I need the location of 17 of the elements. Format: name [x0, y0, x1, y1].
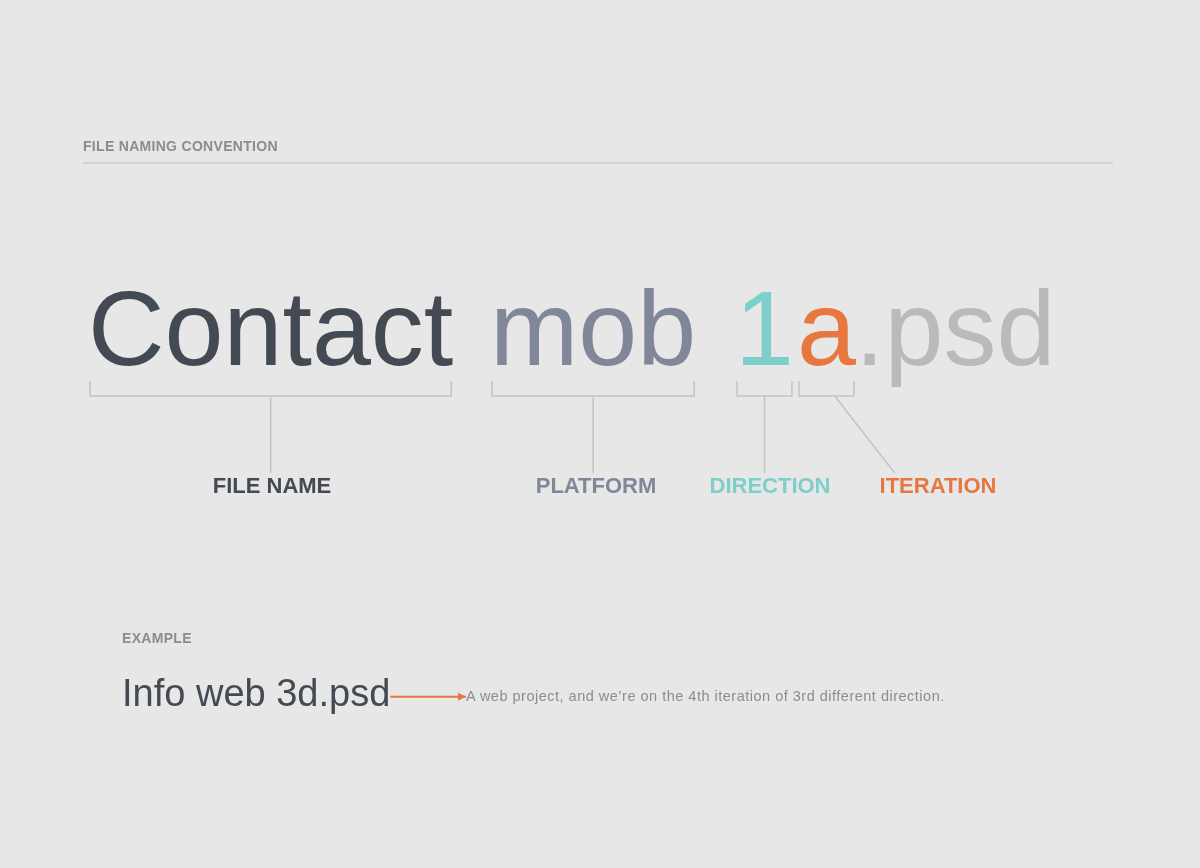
part-label: FILE NAME: [212, 473, 332, 500]
bracket-leader-line: [798, 380, 896, 474]
filename-part-text: 1: [735, 275, 794, 381]
part-label: DIRECTION: [709, 473, 831, 500]
filename-part-text: Contact: [88, 275, 454, 381]
part-label: ITERATION: [879, 473, 997, 500]
bracket-leader-line: [89, 380, 453, 474]
section-title: FILE NAMING CONVENTION: [83, 138, 278, 155]
section-subtitle: EXAMPLE: [122, 630, 192, 647]
filename-part-text: a: [797, 275, 856, 381]
bracket-leader-line: [491, 380, 695, 474]
bracket-leader-line: [736, 380, 793, 474]
filename-part-text: mob: [490, 275, 697, 381]
example-description: A web project, and we’re on the 4th iteration of 3rd different direction.: [466, 688, 945, 706]
part-label: PLATFORM: [535, 473, 657, 500]
arrow: [389, 692, 467, 701]
example-filename: Info web 3d.psd: [122, 671, 391, 717]
